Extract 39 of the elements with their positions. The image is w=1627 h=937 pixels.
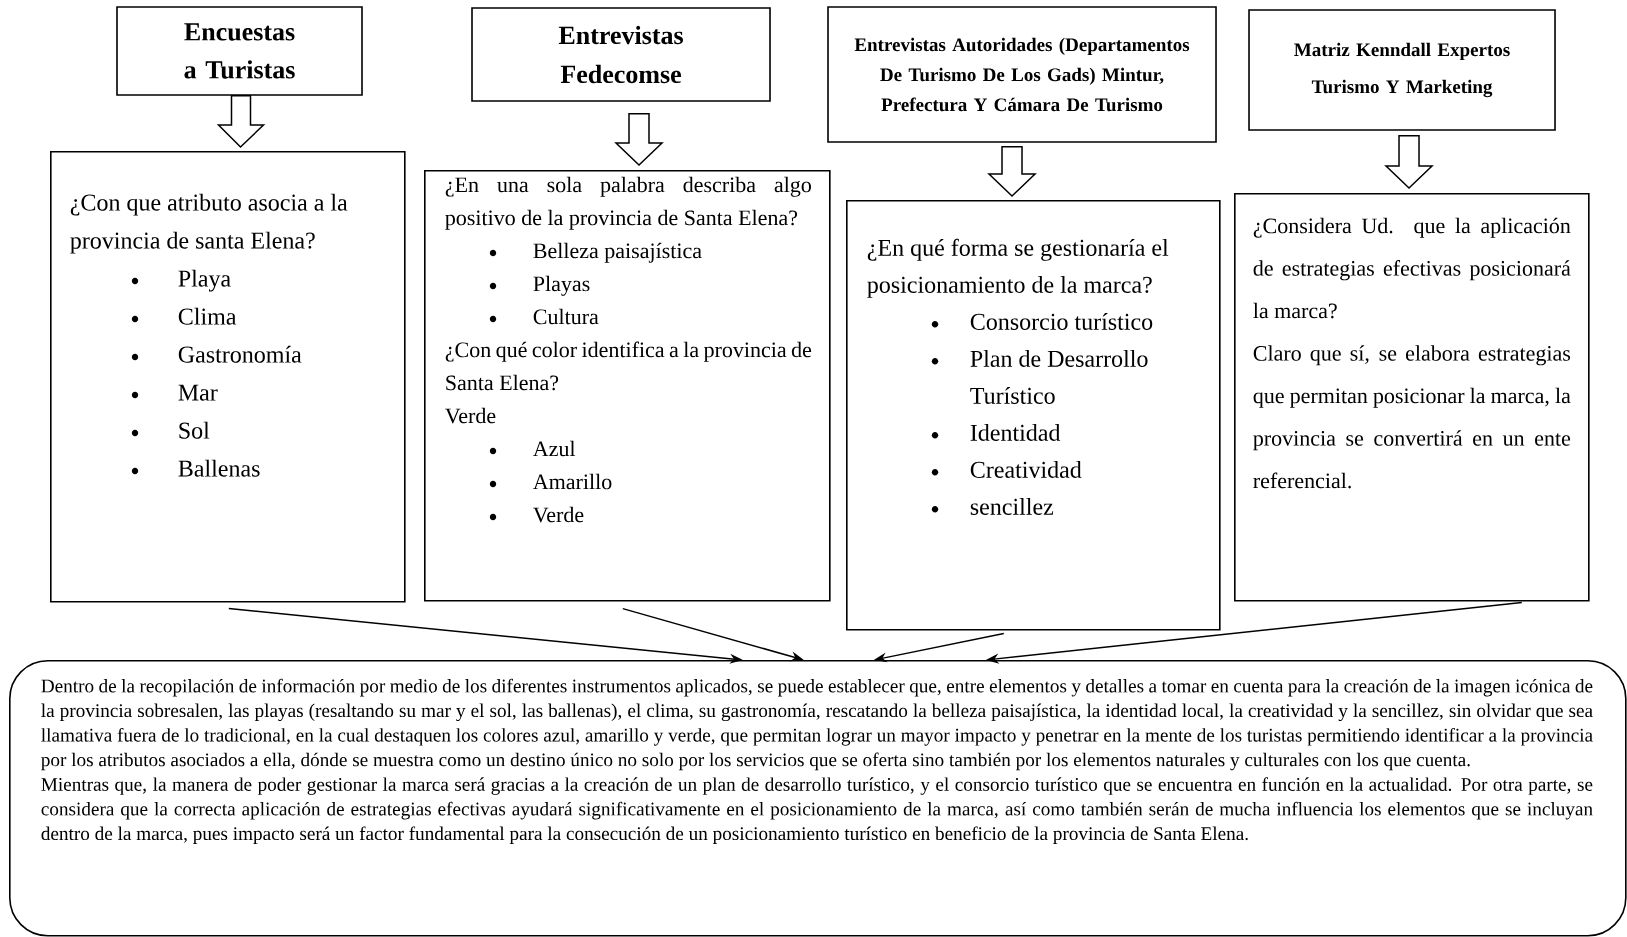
list-item: Belleza paisajística — [533, 242, 702, 263]
answer-text: ¿Considera Ud. que la aplicación de estrategias efectivas posicionará la marca? — [1253, 217, 1571, 319]
list-item: Identidad — [970, 424, 1061, 441]
question-text: ¿En una sola palabra describa algo positivo de la provincia de Santa Elena? — [445, 176, 811, 230]
list-item: Ballenas — [178, 459, 260, 477]
list-item: Mar — [178, 384, 218, 401]
answer-text: Claro que sí, se elabora estrategias que permitan posicionar la marca, la provincia se convertirá en un ente referencial. — [1253, 345, 1571, 489]
list-item: sencillez — [970, 498, 1054, 515]
list-item: Plan de Desarrollo Turístico — [970, 350, 1148, 404]
list-item: Playa — [178, 269, 231, 292]
summary-box — [9, 660, 1627, 937]
header-box: Matriz Kenndall Expertos Turismo Y Marketing — [1248, 9, 1556, 131]
summary-paragraph: Dentro de la recopilación de información por medio de los diferentes instrumentos aplicados, se puede establecer que, entre elementos y detalles a tomar en cuenta para la creación de la imagen icónica de la provincia sobresalen, las playas (resaltando su mar y el sol, las ballenas), el clima, su gastronomía, rescatando la belleza paisajística, la identidad local, la creatividad y la sencillez, sin olvidar que sea llamativa fuera de lo tradicional, en la cual destaquen los colores azul, amarillo y verde, que permitan lograr un mayor impacto y penetrar en la mente de los turistas permitiendo identificar a la provincia por los atributos asociados a ella, dónde se muestra como un destino único no solo por los servicios que se oferta sino también por los elementos naturales y culturales con los que cuenta. — [41, 678, 1593, 771]
header-box: Entrevistas Autoridades (Departamentos De Turismo De Los Gads) Mintur, Prefectura Y Cámara De Turismo — [827, 6, 1217, 143]
list-item: Azul — [533, 440, 576, 457]
list-item: Creatividad — [970, 461, 1082, 478]
block-arrow — [614, 113, 664, 167]
header-box: Entrevistas Fedecomse — [471, 7, 771, 102]
list-item: Verde — [533, 506, 584, 523]
answer-text: Verde — [445, 407, 496, 424]
block-arrow — [1384, 135, 1434, 190]
list-item: Clima — [178, 307, 237, 325]
question-text: ¿Con qué color identifica a la provincia de Santa Elena? — [445, 341, 812, 391]
summary-paragraph: Mientras que, la manera de poder gestionar la marca será gracias a la creación de un plan de desarrollo turístico, y el consorcio turístico que se encuentra en función en la actualidad. Por otra parte, se considera que la correcta aplicación de estrategias efectivas ayudará significativamente en el posicionamiento de la marca, así como también serán de mucha influencia los elementos que se incluyan dentro de la marca, pues impacto será un factor fundamental para la consecución de un posicionamiento turístico en beneficio de la provincia de Santa Elena. — [41, 777, 1593, 844]
list-item: Amarillo — [533, 473, 612, 490]
question-box — [846, 200, 1221, 631]
header-box: Encuestas a Turistas — [116, 6, 363, 96]
list-item: Gastronomía — [178, 345, 302, 363]
list-item: Consorcio turístico — [970, 313, 1153, 330]
question-text: ¿En qué forma se gestionaría el posicionamiento de la marca? — [867, 238, 1169, 298]
question-box — [50, 151, 406, 603]
list-item: Playas — [533, 275, 590, 296]
question-text: ¿Con que atributo asocia a la provincia de santa Elena? — [70, 193, 348, 254]
block-arrow — [216, 95, 266, 149]
list-item: Cultura — [533, 308, 599, 325]
answer-box — [1234, 193, 1590, 602]
block-arrow — [987, 146, 1037, 198]
list-item: Sol — [179, 421, 210, 439]
question-box — [424, 170, 831, 602]
